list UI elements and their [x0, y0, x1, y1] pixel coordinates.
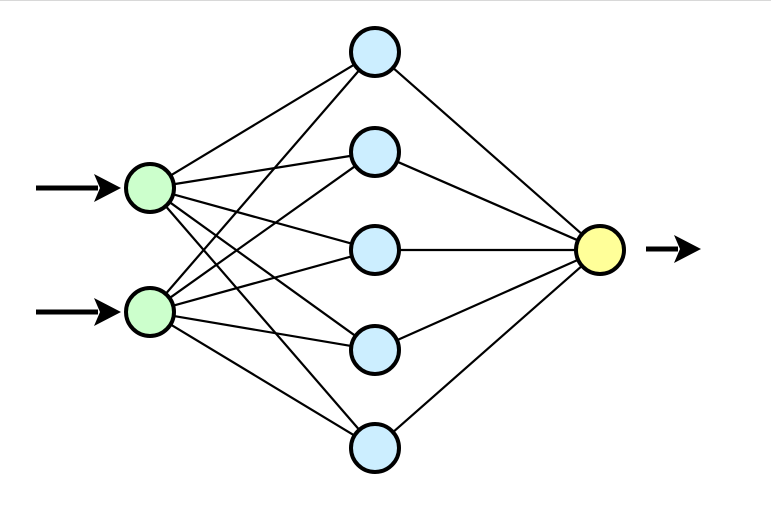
connection-edge: [168, 200, 357, 338]
connection-edge: [164, 68, 361, 296]
node-circle-h-5[interactable]: [349, 422, 401, 474]
connection-edge: [395, 160, 580, 242]
node-circle-h-2[interactable]: [349, 126, 401, 178]
connection-edge: [172, 154, 353, 186]
connection-edge: [391, 66, 584, 236]
connection-edge: [172, 314, 353, 348]
input-arrow-icon: [36, 298, 121, 326]
connection-edge: [168, 164, 357, 300]
node-circle-in-2[interactable]: [124, 286, 176, 338]
connection-edge: [169, 62, 356, 178]
edge-layer: [164, 62, 584, 438]
input-arrow-icon: [36, 174, 121, 202]
node-h-1[interactable]: [349, 26, 401, 78]
node-h-3[interactable]: [349, 224, 401, 276]
connection-edge: [391, 264, 584, 434]
node-circle-out-1[interactable]: [574, 224, 626, 276]
node-h-5[interactable]: [349, 422, 401, 474]
node-circle-h-3[interactable]: [349, 224, 401, 276]
node-in-2[interactable]: [124, 286, 176, 338]
node-h-4[interactable]: [349, 324, 401, 376]
input-arrow-1-head: [94, 174, 121, 202]
top-divider-rule: [0, 0, 771, 1]
node-layer: [124, 26, 626, 474]
output-arrow-icon: [646, 235, 701, 263]
connection-edge: [171, 193, 354, 245]
connection-edge: [164, 204, 361, 432]
connection-edge: [169, 322, 356, 438]
node-out-1[interactable]: [574, 224, 626, 276]
node-in-1[interactable]: [124, 162, 176, 214]
connection-edge: [395, 258, 580, 342]
io-arrow-layer: [36, 174, 701, 326]
node-circle-h-4[interactable]: [349, 324, 401, 376]
connection-edge: [171, 255, 354, 307]
node-circle-in-1[interactable]: [124, 162, 176, 214]
node-circle-h-1[interactable]: [349, 26, 401, 78]
input-arrow-2-head: [94, 298, 121, 326]
node-h-2[interactable]: [349, 126, 401, 178]
output-arrow-1-head: [674, 235, 701, 263]
